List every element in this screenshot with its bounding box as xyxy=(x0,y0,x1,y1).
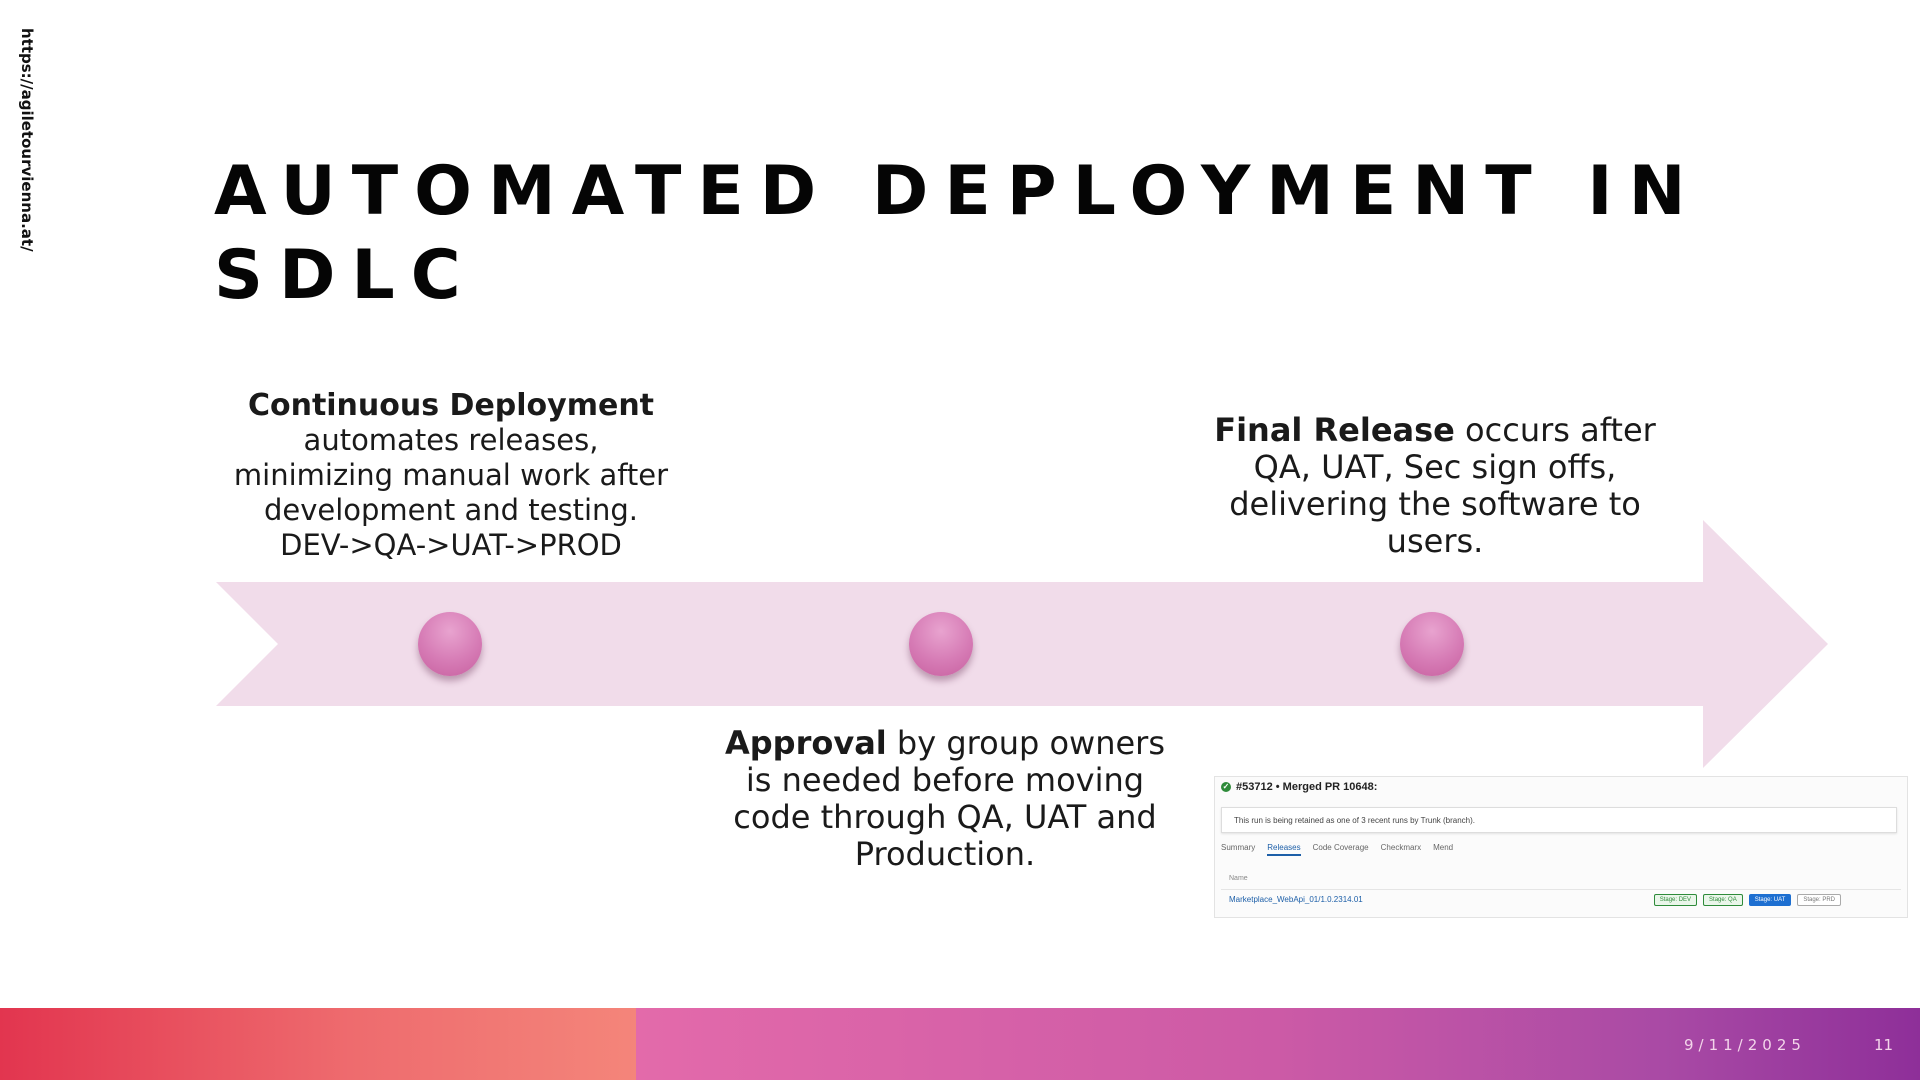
footer-left-gradient xyxy=(0,1008,636,1080)
run-tabs: Summary Releases Code Coverage Checkmarx… xyxy=(1221,843,1453,856)
success-check-icon: ✓ xyxy=(1221,782,1231,792)
stage-badge-prd[interactable]: Stage: PRD xyxy=(1797,894,1841,906)
stage-badge-qa[interactable]: Stage: QA xyxy=(1703,894,1743,906)
side-url-text: https://agiletourvienna.at/ xyxy=(18,28,36,252)
stage-badge-uat[interactable]: Stage: UAT xyxy=(1748,894,1792,906)
stage-badges: Stage: DEV Stage: QA Stage: UAT Stage: P… xyxy=(1653,894,1841,906)
column-header-name: Name xyxy=(1229,875,1248,882)
stage-badge-dev[interactable]: Stage: DEV xyxy=(1653,894,1698,906)
arrow-shape xyxy=(216,520,1828,768)
run-title: #53712 • Merged PR 10648: xyxy=(1236,781,1378,793)
footer-date: 9/11/2025 xyxy=(1684,1036,1806,1054)
step1-text: automates releases, minimizing manual wo… xyxy=(233,423,669,527)
footer-bar xyxy=(0,1008,1920,1080)
tab-releases[interactable]: Releases xyxy=(1267,843,1301,856)
step-continuous-deployment: Continuous Deployment automates releases… xyxy=(226,388,676,563)
step2-heading: Approval xyxy=(724,724,887,762)
step1-heading: Continuous Deployment xyxy=(247,388,655,423)
step-approval: Approval by group owners is needed befor… xyxy=(720,725,1170,873)
step-final-release: Final Release occurs after QA, UAT, Sec … xyxy=(1210,412,1660,560)
run-header: ✓ #53712 • Merged PR 10648: xyxy=(1221,781,1377,793)
step2-text: by group owners is needed before moving … xyxy=(733,724,1165,873)
pipeline-screenshot: ✓ #53712 • Merged PR 10648: This run is … xyxy=(1214,776,1908,918)
step3-text: occurs after QA, UAT, Sec sign offs, del… xyxy=(1229,411,1656,560)
step1-flow: DEV->QA->UAT->PROD xyxy=(280,528,622,562)
timeline-dot-1 xyxy=(418,612,482,676)
tab-summary[interactable]: Summary xyxy=(1221,843,1256,852)
timeline-dot-2 xyxy=(909,612,973,676)
page-number: 11 xyxy=(1874,1036,1894,1054)
tab-mend[interactable]: Mend xyxy=(1433,843,1454,852)
slide-title: AUTOMATED DEPLOYMENT IN SDLC xyxy=(214,152,1702,315)
retention-notice: This run is being retained as one of 3 r… xyxy=(1221,807,1897,833)
tab-code-coverage[interactable]: Code Coverage xyxy=(1312,843,1369,852)
timeline-dot-3 xyxy=(1400,612,1464,676)
table-row[interactable]: Marketplace_WebApi_01/1.0.2314.01 Stage:… xyxy=(1221,889,1901,910)
footer-right-gradient xyxy=(636,1008,1920,1080)
release-name-link[interactable]: Marketplace_WebApi_01/1.0.2314.01 xyxy=(1229,895,1363,904)
tab-checkmarx[interactable]: Checkmarx xyxy=(1380,843,1422,852)
step3-heading: Final Release xyxy=(1214,411,1455,449)
